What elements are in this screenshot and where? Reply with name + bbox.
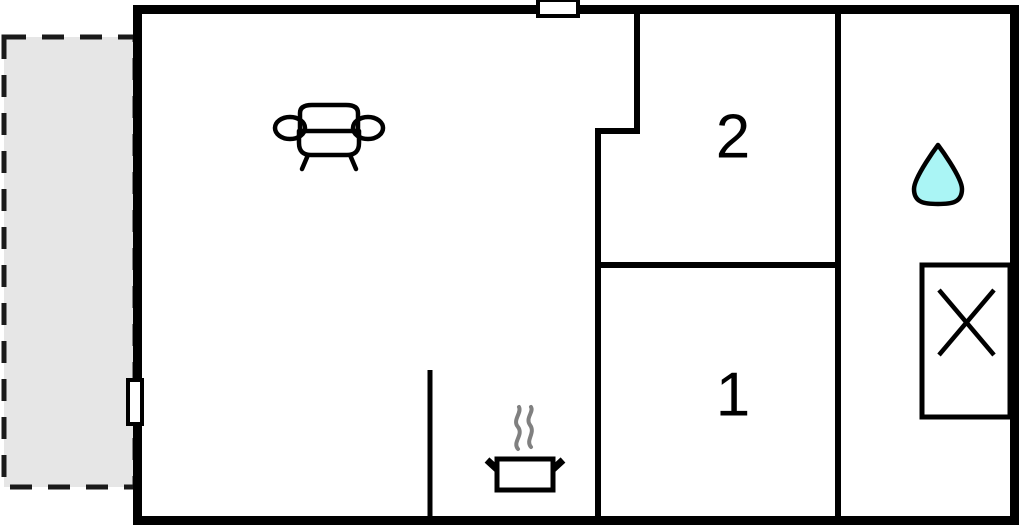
room-label-1: 1: [716, 360, 750, 429]
crossed-box-diagonal-2: [937, 288, 996, 357]
window-top-wall-frame: [536, 0, 580, 18]
terrace-fill: [4, 37, 135, 487]
crossed-box-frame: [919, 262, 1013, 420]
sofa-back: [297, 102, 361, 134]
interior-walls: [427, 11, 841, 519]
sofa-seat: [296, 128, 362, 158]
pot-body: [494, 456, 556, 493]
door-left-wall-frame: [126, 378, 144, 426]
water-drop-icon: [911, 142, 965, 207]
sofa-icon: [272, 102, 386, 172]
pot-steam-right: [526, 405, 534, 449]
room-label-2: 2: [716, 102, 750, 171]
window-top-wall[interactable]: [536, 0, 580, 18]
crossed-box-icon: [919, 262, 1013, 420]
sofa-leg-left: [299, 152, 311, 172]
cooking-pot-icon: [484, 405, 566, 493]
pot-steam-left: [514, 405, 522, 451]
openings-group: [126, 0, 580, 426]
interior-floor-fill: [137, 9, 1015, 521]
sofa-arm-right: [350, 114, 386, 142]
door-left-wall[interactable]: [126, 378, 144, 426]
water-drop-shape: [911, 142, 965, 207]
terrace-area: [1, 34, 138, 490]
pot-steam-icon: [514, 405, 534, 451]
sofa-leg-right: [347, 152, 359, 172]
sofa-arm-left: [272, 114, 308, 142]
